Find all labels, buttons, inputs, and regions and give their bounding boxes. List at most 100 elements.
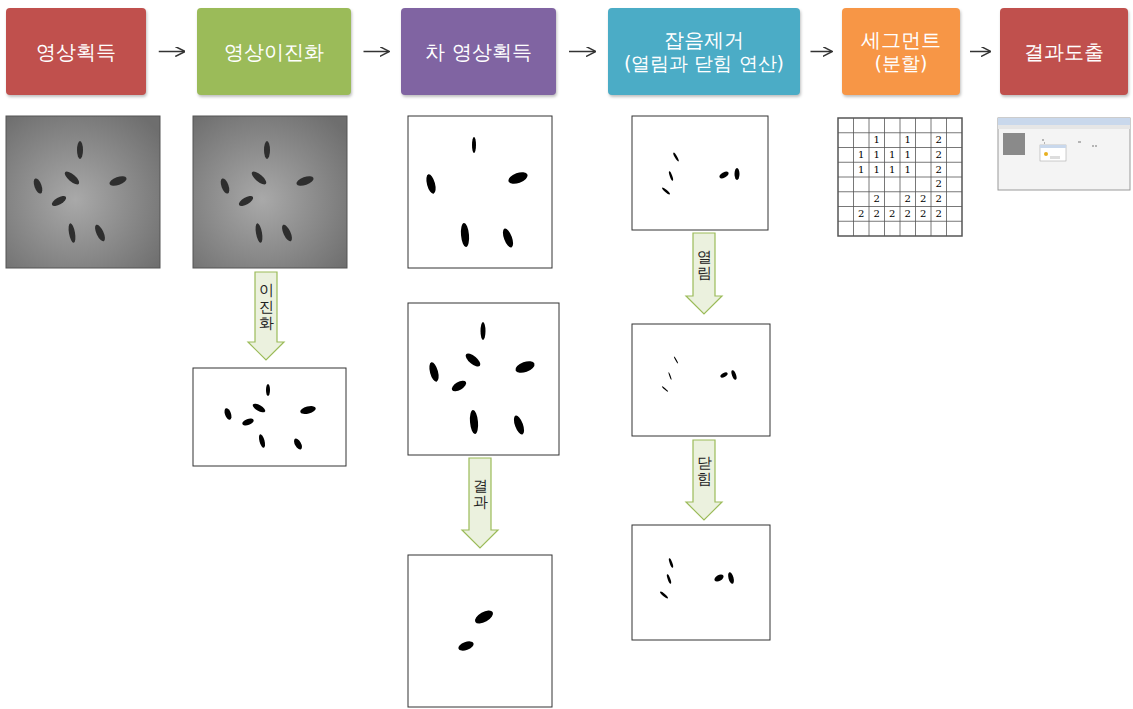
insect: [77, 141, 83, 159]
insects: [223, 384, 317, 451]
thumbnail: [1003, 133, 1025, 155]
table-cell: 2: [885, 209, 899, 219]
table-cell: 2: [901, 209, 915, 219]
table-cell: 2: [854, 209, 868, 219]
insect: [219, 177, 231, 194]
insect: [299, 405, 316, 416]
insect: [501, 227, 515, 249]
insect: [460, 223, 470, 248]
difference-image: [408, 555, 552, 707]
closed-image: [632, 525, 770, 640]
arrow-label: 닫힘: [697, 455, 712, 488]
process-box: 영상획득: [6, 8, 146, 95]
step-title: 세그먼트: [861, 28, 941, 52]
insect: [457, 640, 475, 653]
table-cell: 2: [916, 209, 930, 219]
insects: [428, 322, 537, 436]
insect: [659, 591, 668, 599]
insect: [295, 174, 315, 188]
insect: [661, 187, 670, 195]
insect: [668, 372, 672, 380]
table-cell: 2: [916, 194, 930, 204]
insect: [662, 386, 669, 392]
menu-bar: [998, 125, 1130, 129]
insect: [481, 322, 486, 340]
block-arrow: [686, 440, 722, 520]
flow-arrow: [159, 51, 185, 53]
insect: [713, 573, 725, 583]
insect: [428, 361, 441, 382]
camera-photo: [6, 116, 160, 268]
process-box: 차 영상획득: [401, 8, 556, 95]
arrow-label: 열림: [697, 249, 712, 282]
insect: [50, 194, 67, 208]
insect: [280, 223, 294, 242]
table-cell: 2: [932, 165, 946, 175]
insect: [668, 558, 674, 568]
insects: [661, 152, 739, 195]
insect: [63, 170, 81, 187]
insect: [514, 359, 536, 375]
dialog-bar: [1040, 145, 1066, 148]
insect: [108, 174, 128, 188]
insect: [718, 170, 729, 179]
table-cell: 2: [932, 179, 946, 189]
arrow-label: 이진화: [259, 282, 274, 332]
insect: [668, 171, 674, 181]
step-title: 잡음제거: [664, 28, 744, 52]
table-cell: 1: [901, 165, 915, 175]
insect: [254, 223, 263, 244]
binary-image: [193, 368, 346, 466]
flow-arrow: [364, 51, 389, 53]
insect: [251, 402, 266, 414]
process-box: 결과도출: [1000, 8, 1128, 95]
flow-arrow: [970, 51, 990, 53]
insect: [673, 356, 678, 364]
dialog: [1040, 145, 1066, 161]
insect: [666, 574, 672, 584]
step-title: 차 영상획득: [425, 40, 531, 64]
step-title: 영상이진화: [224, 40, 324, 64]
insect: [67, 223, 76, 244]
insect: [425, 173, 438, 194]
flow-arrow: [569, 51, 595, 53]
table-cell: 2: [932, 194, 946, 204]
block-arrow: [686, 233, 722, 314]
insect: [512, 414, 526, 436]
insect: [241, 417, 254, 427]
segment-grid: [838, 118, 962, 236]
table-cell: 2: [870, 194, 884, 204]
camera-photo: [193, 116, 347, 268]
table-cell: 1: [854, 165, 868, 175]
insects: [32, 141, 128, 243]
frame-image: [408, 303, 559, 455]
insect: [672, 152, 679, 162]
insect: [264, 141, 270, 159]
insect: [32, 177, 44, 194]
insect: [93, 223, 107, 242]
insect: [266, 384, 270, 396]
insect: [473, 608, 495, 627]
insects: [662, 356, 738, 392]
table-cell: 1: [885, 165, 899, 175]
step-subtitle: (분할): [875, 52, 928, 75]
table-cell: 2: [901, 194, 915, 204]
insect: [223, 407, 233, 420]
window-frame: [998, 118, 1130, 190]
process-box: 세그먼트(분할): [842, 8, 960, 95]
block-arrow: [462, 458, 498, 548]
table-cell: 2: [932, 209, 946, 219]
table-cell: 1: [870, 135, 884, 145]
table-cell: 1: [901, 135, 915, 145]
title-bar: [998, 118, 1130, 125]
insects: [457, 608, 495, 653]
insect: [472, 137, 476, 153]
step-title: 영상획득: [36, 40, 116, 64]
noisy-image: [632, 116, 768, 230]
step-subtitle: (열림과 닫힘 연산): [624, 52, 784, 75]
down-arrows: [248, 233, 722, 548]
frame-image: [408, 116, 552, 268]
table-cell: 2: [932, 150, 946, 160]
